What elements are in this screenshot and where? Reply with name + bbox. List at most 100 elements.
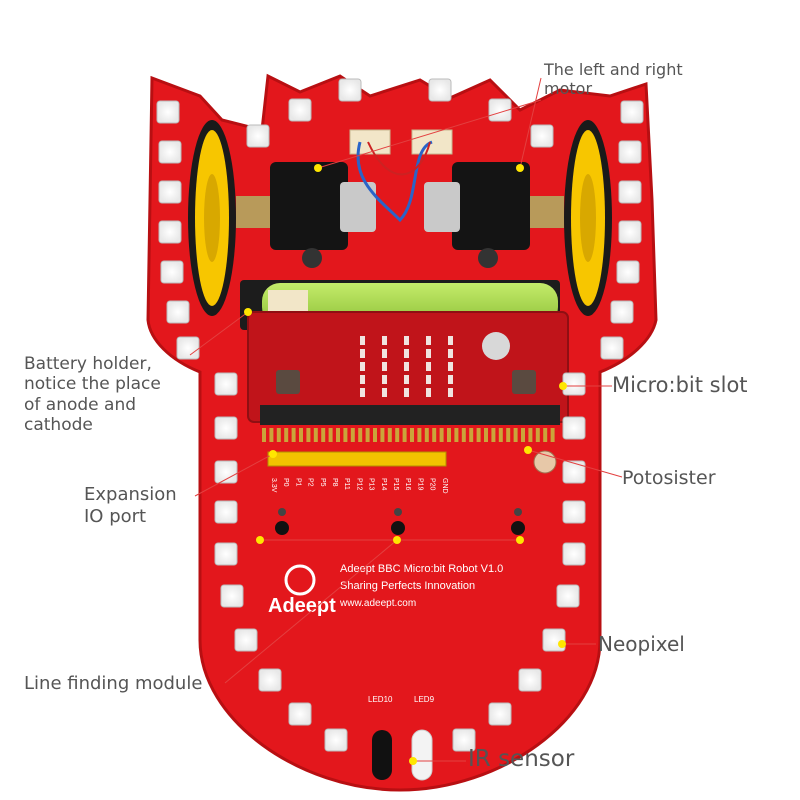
right-wheel xyxy=(564,120,612,316)
microbit-led xyxy=(448,362,453,371)
callout-neopixel: Neopixel xyxy=(598,632,685,656)
edge-pin xyxy=(535,428,540,442)
callout-motor-line2: motor xyxy=(544,79,593,99)
pcb-board xyxy=(146,73,658,792)
expansion-pin-label: P1 xyxy=(294,478,301,487)
edge-pin xyxy=(484,428,488,442)
expansion-pin-label: 3.3V xyxy=(270,478,277,493)
neopixel-led xyxy=(338,78,362,102)
neopixel-led xyxy=(616,260,640,284)
neopixel-led xyxy=(156,100,180,124)
led10-label: LED10 xyxy=(368,695,393,704)
callout-microbit-slot: Micro:bit slot xyxy=(612,373,748,398)
edge-pin xyxy=(417,428,422,442)
microbit-led xyxy=(360,362,365,371)
neopixel-led xyxy=(562,460,586,484)
ir-led-left xyxy=(372,730,392,780)
edge-pin xyxy=(350,428,355,442)
motor-wires xyxy=(356,140,433,223)
edge-pin xyxy=(321,428,326,442)
edge-pin xyxy=(521,428,525,442)
neopixel-led xyxy=(158,220,182,244)
board-slogan-line: Sharing Perfects Innovation xyxy=(340,580,475,592)
microbit-led xyxy=(448,388,453,397)
neopixel-led xyxy=(258,668,282,692)
microbit-led xyxy=(382,362,387,371)
expansion-pin-label: P20 xyxy=(429,478,436,491)
edge-pin xyxy=(306,428,311,442)
ir-led-right xyxy=(411,729,433,781)
microbit-led xyxy=(360,375,365,384)
callout-battery-line1: Battery holder, xyxy=(24,354,152,374)
edge-pin xyxy=(269,428,274,442)
microbit-led xyxy=(426,349,431,358)
edge-pin xyxy=(373,428,377,442)
callout-expansion-line1: Expansion xyxy=(84,484,177,505)
edge-pin xyxy=(262,428,266,442)
edge-pin xyxy=(454,428,459,442)
expansion-pin-label: P12 xyxy=(355,478,362,491)
edge-pin xyxy=(447,428,451,442)
neopixel-led xyxy=(288,98,312,122)
microbit-led xyxy=(382,375,387,384)
neopixel-led xyxy=(176,336,200,360)
callout-ir-line1: IR sensor xyxy=(468,746,575,772)
edge-pin xyxy=(380,428,385,442)
adeept-logo-icon xyxy=(284,564,316,596)
neopixel-led xyxy=(618,180,642,204)
expansion-pin-label: P5 xyxy=(319,478,326,487)
neopixel-led xyxy=(288,702,312,726)
microbit-led-grid xyxy=(360,336,453,397)
expansion-pin-label: P11 xyxy=(343,478,350,490)
microbit-led xyxy=(404,375,409,384)
photoresistor xyxy=(533,450,557,474)
edge-pin xyxy=(291,428,296,442)
edge-pin xyxy=(550,428,555,442)
line-sensor-right xyxy=(511,508,525,535)
line-sensor-left xyxy=(275,508,289,535)
microbit-led xyxy=(448,349,453,358)
callout-ir-sensor: IR sensor xyxy=(468,746,574,774)
left-motor xyxy=(236,162,376,268)
callout-line-finding-line1: Line finding module xyxy=(24,673,203,694)
edge-pin xyxy=(358,428,363,442)
neopixel-led xyxy=(166,300,190,324)
callout-battery-line3: of anode and xyxy=(24,394,137,415)
neopixel-led xyxy=(562,542,586,566)
neopixel-led xyxy=(214,500,238,524)
neopixel-ring xyxy=(156,78,644,752)
microbit-led xyxy=(360,349,365,358)
neopixel-led xyxy=(220,584,244,608)
expansion-pin-label: P14 xyxy=(380,478,387,491)
callout-expansion-line2: IO port xyxy=(84,505,147,527)
microbit-led xyxy=(404,349,409,358)
edge-pin xyxy=(513,428,518,442)
edge-pin xyxy=(284,428,289,442)
edge-pin xyxy=(424,428,429,442)
microbit-led xyxy=(426,362,431,371)
callout-motor-line1: The left and right xyxy=(544,60,683,79)
neopixel-led xyxy=(324,728,348,752)
neopixel-led xyxy=(214,542,238,566)
neopixel-led xyxy=(160,260,184,284)
edge-pin xyxy=(498,428,503,442)
neopixel-led xyxy=(518,668,542,692)
neopixel-led xyxy=(610,300,634,324)
callout-dots xyxy=(244,164,567,765)
edge-pin xyxy=(402,428,407,442)
edge-pin xyxy=(506,428,511,442)
neopixel-led xyxy=(600,336,624,360)
expansion-pin-label: P13 xyxy=(368,478,375,491)
expansion-pin-label: P15 xyxy=(392,478,399,491)
callout-line-finding: Line finding module xyxy=(24,673,202,695)
board-brand: Adeept xyxy=(268,595,336,617)
microbit-led xyxy=(382,336,387,345)
callout-microbit-line1: Micro:bit slot xyxy=(612,373,748,397)
neopixel-led xyxy=(246,124,270,148)
board-website: www.adeept.com xyxy=(339,598,416,609)
expansion-pin-label: P2 xyxy=(307,478,314,487)
callout-battery-line4: cathode xyxy=(24,415,93,436)
neopixel-led xyxy=(158,180,182,204)
microbit-led xyxy=(404,362,409,371)
